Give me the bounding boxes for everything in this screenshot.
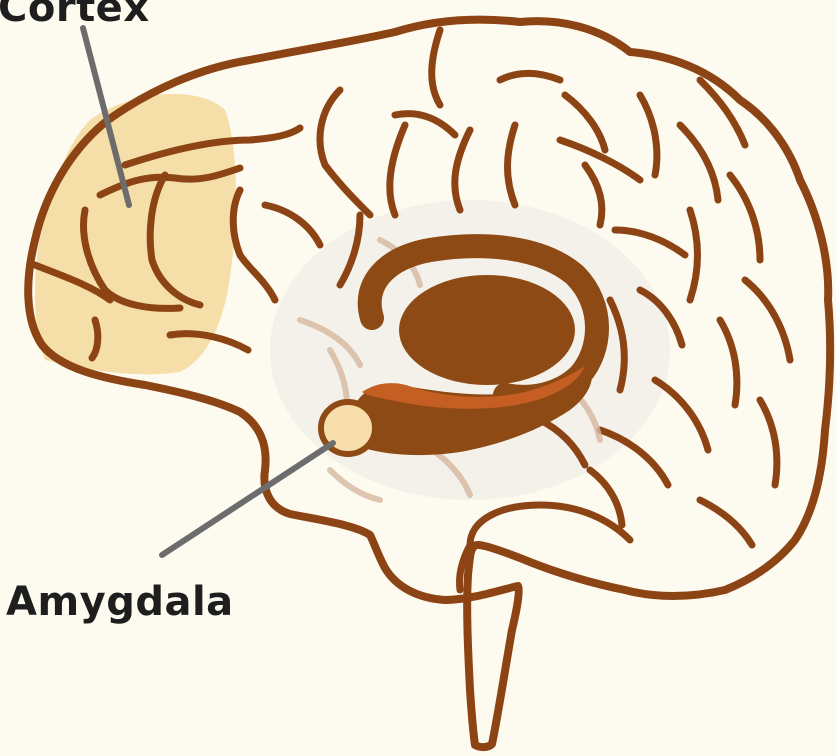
- amygdala-pointer-line: [162, 443, 333, 555]
- amygdala-label: Amygdala: [6, 582, 234, 622]
- cerebellum-curve: [470, 505, 630, 545]
- thalamus: [399, 275, 575, 385]
- cortex-label: Cortex: [0, 0, 150, 28]
